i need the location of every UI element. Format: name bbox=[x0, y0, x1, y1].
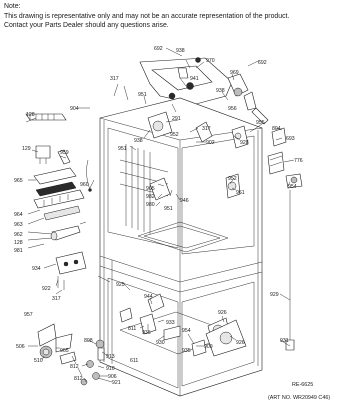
callout-925: 925 bbox=[116, 282, 125, 288]
callout-909: 909 bbox=[204, 344, 213, 350]
callout-921: 921 bbox=[112, 380, 121, 386]
right-loose-parts bbox=[267, 127, 303, 351]
callout-692-right: 692 bbox=[258, 60, 267, 66]
callout-965-lower: 965 bbox=[60, 348, 69, 354]
callout-317-mid: 317 bbox=[202, 126, 211, 132]
callout-128-upper: 128 bbox=[26, 112, 35, 118]
callout-980: 980 bbox=[146, 202, 155, 208]
callout-960: 960 bbox=[80, 182, 89, 188]
callout-929: 929 bbox=[270, 292, 279, 298]
callout-970: 970 bbox=[206, 58, 215, 64]
callout-933: 933 bbox=[166, 320, 175, 326]
callout-951-left: 951 bbox=[118, 146, 127, 152]
callout-902: 902 bbox=[206, 140, 215, 146]
callout-935-right: 935 bbox=[182, 348, 191, 354]
callout-959: 959 bbox=[60, 150, 69, 156]
callout-952-upper: 952 bbox=[170, 132, 179, 138]
callout-leaders bbox=[25, 47, 295, 383]
callout-954-right: 954 bbox=[288, 184, 297, 190]
callout-969: 969 bbox=[230, 70, 239, 76]
callout-931: 931 bbox=[280, 338, 289, 344]
callout-910: 910 bbox=[106, 366, 115, 372]
callout-510: 510 bbox=[34, 358, 43, 364]
callout-982: 982 bbox=[146, 194, 155, 200]
callout-905: 905 bbox=[146, 186, 155, 192]
callout-951-lower: 951 bbox=[164, 206, 173, 212]
note-line-2: Contact your Parts Dealer should any que… bbox=[4, 22, 169, 30]
note-heading: Note: bbox=[4, 3, 21, 10]
callout-938-top: 938 bbox=[176, 48, 185, 54]
callout-693: 693 bbox=[286, 136, 295, 142]
callout-811: 811 bbox=[128, 326, 136, 332]
callout-946: 946 bbox=[180, 198, 189, 204]
callout-956: 956 bbox=[228, 106, 237, 112]
callout-963: 963 bbox=[14, 222, 23, 228]
callout-955: 955 bbox=[256, 120, 265, 126]
callout-964: 964 bbox=[14, 212, 23, 218]
callout-692-top: 692 bbox=[154, 46, 163, 52]
callout-128-lower: 128 bbox=[14, 240, 23, 246]
callout-926-upper: 926 bbox=[218, 310, 227, 316]
callout-981: 981 bbox=[14, 248, 23, 254]
callout-913: 913 bbox=[106, 354, 115, 360]
callout-935-left: 935 bbox=[142, 330, 151, 336]
callout-954-lower: 954 bbox=[182, 328, 191, 334]
callout-904: 904 bbox=[70, 106, 79, 112]
callout-930: 930 bbox=[156, 340, 165, 346]
callout-952-right: 952 bbox=[228, 176, 237, 182]
callout-938-left: 938 bbox=[134, 138, 143, 144]
callout-804: 804 bbox=[272, 126, 281, 132]
callout-934: 934 bbox=[32, 266, 41, 272]
callout-906: 906 bbox=[108, 374, 117, 380]
callout-812-lower: 812 bbox=[74, 376, 83, 382]
callout-812-upper: 812 bbox=[70, 364, 79, 370]
callout-928: 928 bbox=[240, 140, 249, 146]
callout-129: 129 bbox=[22, 146, 31, 152]
callout-961: 961 bbox=[236, 190, 245, 196]
callout-317-upper: 317 bbox=[110, 76, 119, 82]
reference-code: RE-6625 bbox=[292, 382, 314, 388]
left-loose-parts bbox=[25, 113, 92, 365]
callout-926-lower: 926 bbox=[236, 340, 245, 346]
callout-611: 611 bbox=[130, 358, 138, 364]
callout-944: 944 bbox=[144, 294, 153, 300]
note-line-1: This drawing is representative only and … bbox=[4, 12, 290, 20]
top-bracket-assembly bbox=[139, 57, 269, 125]
drawing-note: Note: This drawing is representative onl… bbox=[4, 2, 346, 31]
callout-941: 941 bbox=[190, 76, 199, 82]
callout-965-upper: 965 bbox=[14, 178, 23, 184]
callout-957: 957 bbox=[24, 312, 33, 318]
callout-776: 776 bbox=[294, 158, 303, 164]
callout-291: 291 bbox=[172, 116, 181, 122]
callout-951-upper: 951 bbox=[138, 92, 147, 98]
callout-808: 808 bbox=[84, 338, 93, 344]
callout-506: 506 bbox=[16, 344, 25, 350]
callout-labels: 692 938 970 692 941 969 317 938 951 956 … bbox=[14, 46, 303, 386]
refrigerator-cabinet bbox=[99, 97, 263, 397]
callout-922: 922 bbox=[42, 286, 51, 292]
art-number: (ART NO. WR20949 C46) bbox=[268, 395, 331, 401]
callout-317-lower: 317 bbox=[52, 296, 61, 302]
callout-938-mid: 938 bbox=[216, 88, 225, 94]
callout-962: 962 bbox=[14, 232, 23, 238]
